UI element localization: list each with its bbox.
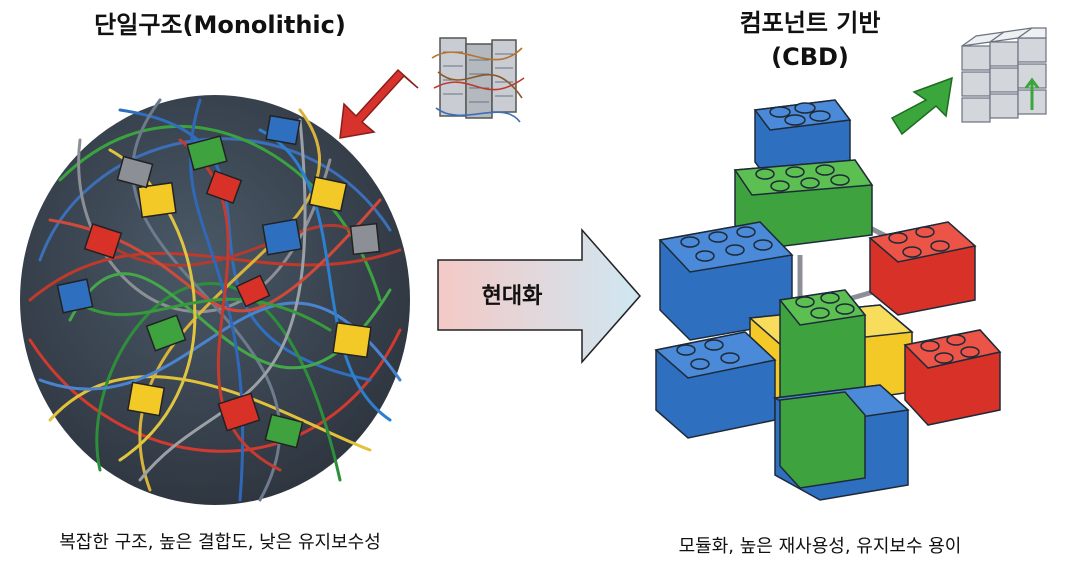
server-blocks-icon: [961, 27, 1047, 123]
tangled-monolith-ball: [20, 95, 410, 505]
brick-blue-left: [658, 221, 794, 341]
brick-red-lower: [903, 329, 1002, 426]
brick-red-upper: [868, 221, 977, 316]
server-rack-icon: [431, 37, 525, 123]
cbd-title: 컴포넌트 기반 (CBD): [700, 6, 920, 74]
brick-green-upper: [733, 159, 874, 251]
modernization-label: 현대화: [482, 284, 543, 309]
cbd-caption: 모듈화, 높은 재사용성, 유지보수 용이: [678, 536, 962, 557]
brick-green-bottom: [779, 391, 866, 489]
brick-blue-top: [753, 99, 852, 183]
cbd-title-line2: (CBD): [771, 43, 849, 71]
red-arrow: [339, 68, 419, 139]
monolithic-caption: 복잡한 구조, 높은 결합도, 낮은 유지보수성: [59, 532, 381, 553]
cbd-title-line1: 컴포넌트 기반: [739, 9, 881, 37]
modernization-arrow[interactable]: [437, 228, 641, 364]
green-arrow: [890, 76, 953, 136]
monolithic-title: 단일구조(Monolithic): [94, 11, 346, 39]
component-blocks: [654, 99, 1002, 501]
brick-blue-lower-left: [654, 331, 777, 439]
